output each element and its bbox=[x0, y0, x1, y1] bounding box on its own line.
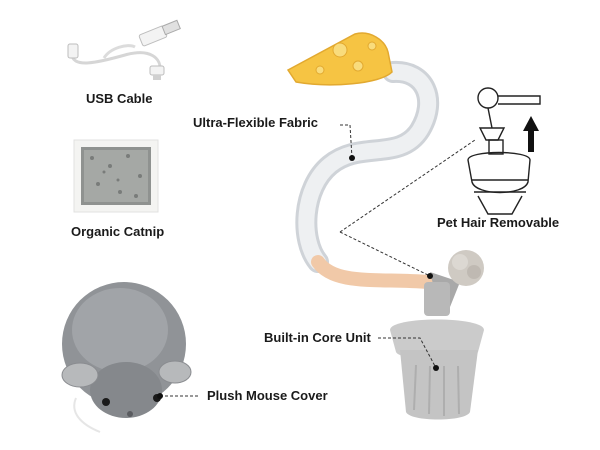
up-arrow-icon bbox=[523, 116, 539, 152]
ultra-flexible-fabric-label: Ultra-Flexible Fabric bbox=[193, 115, 318, 130]
leader-lines bbox=[160, 124, 476, 397]
core-unit-illustration bbox=[390, 250, 484, 420]
plush-mouse-cover-label: Plush Mouse Cover bbox=[207, 388, 328, 403]
pet-hair-diagram-illustration bbox=[467, 87, 541, 215]
catnip-pouch-illustration bbox=[73, 139, 159, 213]
built-in-core-unit-label: Built-in Core Unit bbox=[264, 330, 371, 345]
usb-cable-illustration bbox=[67, 19, 181, 80]
organic-catnip-label: Organic Catnip bbox=[71, 224, 165, 239]
usb-cable-label: USB Cable bbox=[86, 91, 153, 106]
plush-mouse-illustration bbox=[61, 282, 192, 433]
leader-dots bbox=[157, 155, 439, 399]
pet-hair-removable-label: Pet Hair Removable bbox=[437, 215, 560, 230]
flexible-wand-illustration bbox=[295, 61, 440, 289]
cheese-toy-illustration bbox=[286, 32, 393, 86]
